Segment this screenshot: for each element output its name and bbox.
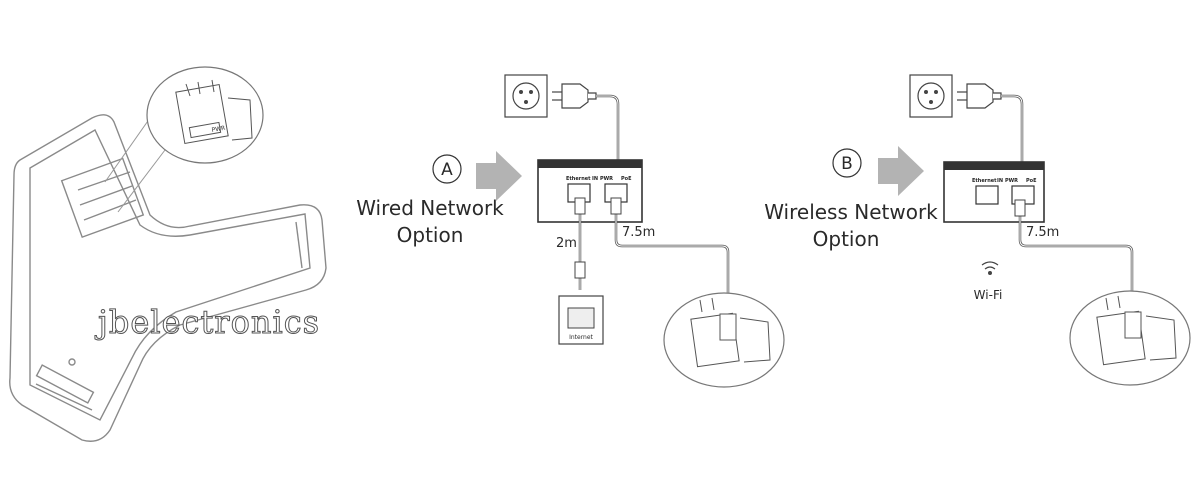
option-a-outlet-face (512, 82, 540, 110)
phone-body-outline (9, 114, 327, 442)
option-b-port-in-label: IN (997, 178, 1003, 184)
option-b-port-poe-label: PoE (1026, 178, 1037, 184)
phone-port-bay-detail (77, 171, 137, 221)
phone-zoom-detail: PWR (146, 66, 264, 164)
phone-edge-right (295, 221, 303, 269)
option-b-group: B Wireless Network Option Ethernet IN PW… (764, 74, 1191, 386)
option-b-cable-long-label: 7.5m (1026, 225, 1059, 240)
option-a-group: A Wired Network Option Ethernet IN PWR P… (356, 74, 785, 388)
phone-callout-line-top (104, 117, 151, 183)
phone-edge-bottom (35, 383, 93, 411)
option-b-wall-outlet (909, 74, 953, 118)
wifi-label: Wi-Fi (974, 288, 1003, 302)
phone-body-inner (29, 129, 311, 421)
option-b-port-ethernet (975, 185, 999, 205)
phone-callout-line-bottom (117, 149, 166, 213)
option-a-power-plug (552, 83, 597, 109)
zoom-port-label: PWR (211, 125, 226, 134)
option-a-label-line1: Wired Network (356, 196, 504, 220)
zoom-circle (146, 66, 264, 164)
option-b-badge-letter: B (841, 154, 853, 174)
watermark-text: jbelectronics (94, 303, 320, 341)
option-a-badge (432, 154, 462, 184)
option-a-port-pwr-label: PWR (600, 176, 613, 182)
phone-center-dot (68, 358, 76, 366)
option-a-port-ethernet-label: Ethernet (566, 176, 591, 182)
option-b-port-ethernet-label: Ethernet (972, 178, 997, 184)
option-b-power-cord (1001, 94, 1024, 168)
option-a-label-line2: Option (397, 223, 464, 247)
wifi-icon (981, 261, 999, 276)
option-a-wall-jack-label: Internet (569, 334, 593, 341)
option-a-power-cord (596, 94, 620, 168)
option-b-power-plug (957, 83, 1002, 109)
option-a-cable-short-label: 2m (556, 236, 577, 251)
option-a-wall-outlet (504, 74, 548, 118)
option-a-arrow (476, 151, 522, 201)
option-b-label-line2: Option (813, 227, 880, 251)
option-b-port-pwr-label: PWR (1005, 178, 1018, 184)
option-a-port-poe-label: PoE (621, 176, 632, 182)
option-b-outlet-face (917, 82, 945, 110)
option-a-cable-long-label: 7.5m (622, 225, 655, 240)
option-a-port-in-label: IN (592, 176, 598, 182)
option-b-label-line1: Wireless Network (764, 200, 938, 224)
phone-port-bay (60, 157, 145, 239)
option-a-badge-letter: A (441, 160, 453, 180)
option-b-arrow (878, 146, 924, 196)
phone-button-area (35, 364, 95, 404)
conference-phone (9, 114, 327, 442)
option-b-badge (832, 148, 862, 178)
